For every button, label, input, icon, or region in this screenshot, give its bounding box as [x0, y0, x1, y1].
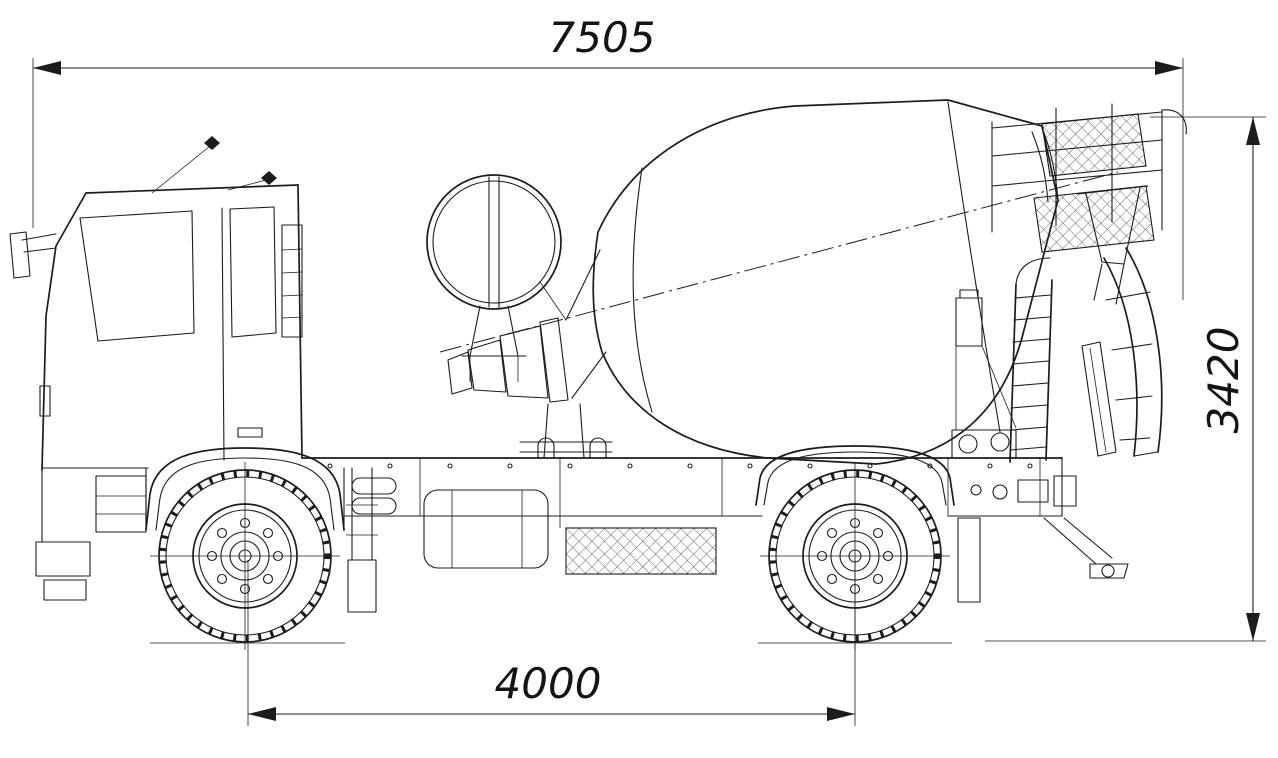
dimension-overall-height: 3420	[985, 116, 1266, 642]
overall-length-value: 7505	[549, 13, 656, 62]
cab	[9, 136, 378, 613]
drum-axis-centerline	[439, 171, 1119, 353]
toolbox	[565, 527, 717, 575]
drum-drive-reducer	[447, 249, 607, 403]
overall-height-value: 3420	[1199, 327, 1248, 434]
fuel-tank	[423, 489, 549, 569]
platform-deck	[1033, 185, 1155, 253]
chassis-frame	[301, 445, 1077, 603]
mirror-arm	[21, 233, 57, 253]
truck-drawing	[9, 99, 1187, 650]
front-drum-support	[519, 403, 613, 459]
safety-grating	[1041, 113, 1147, 177]
rear-drum-support	[951, 289, 1017, 459]
service-platform	[991, 103, 1187, 253]
antenna-tip-icon	[204, 136, 220, 150]
access-ladder	[1009, 257, 1053, 463]
loading-hopper	[1077, 185, 1149, 305]
mirror	[9, 231, 31, 279]
wheelbase-value: 4000	[495, 659, 602, 708]
antenna-tip-icon	[261, 171, 277, 185]
front-wheel	[150, 462, 345, 650]
discharge-chute	[1081, 247, 1163, 457]
antenna	[151, 145, 211, 194]
dimension-overall-length: 7505	[32, 13, 1184, 300]
dimension-wheelbase: 4000	[247, 560, 856, 726]
rear-support-leg	[1043, 517, 1129, 579]
mixer-drum	[439, 99, 1119, 465]
water-tank	[426, 174, 567, 382]
